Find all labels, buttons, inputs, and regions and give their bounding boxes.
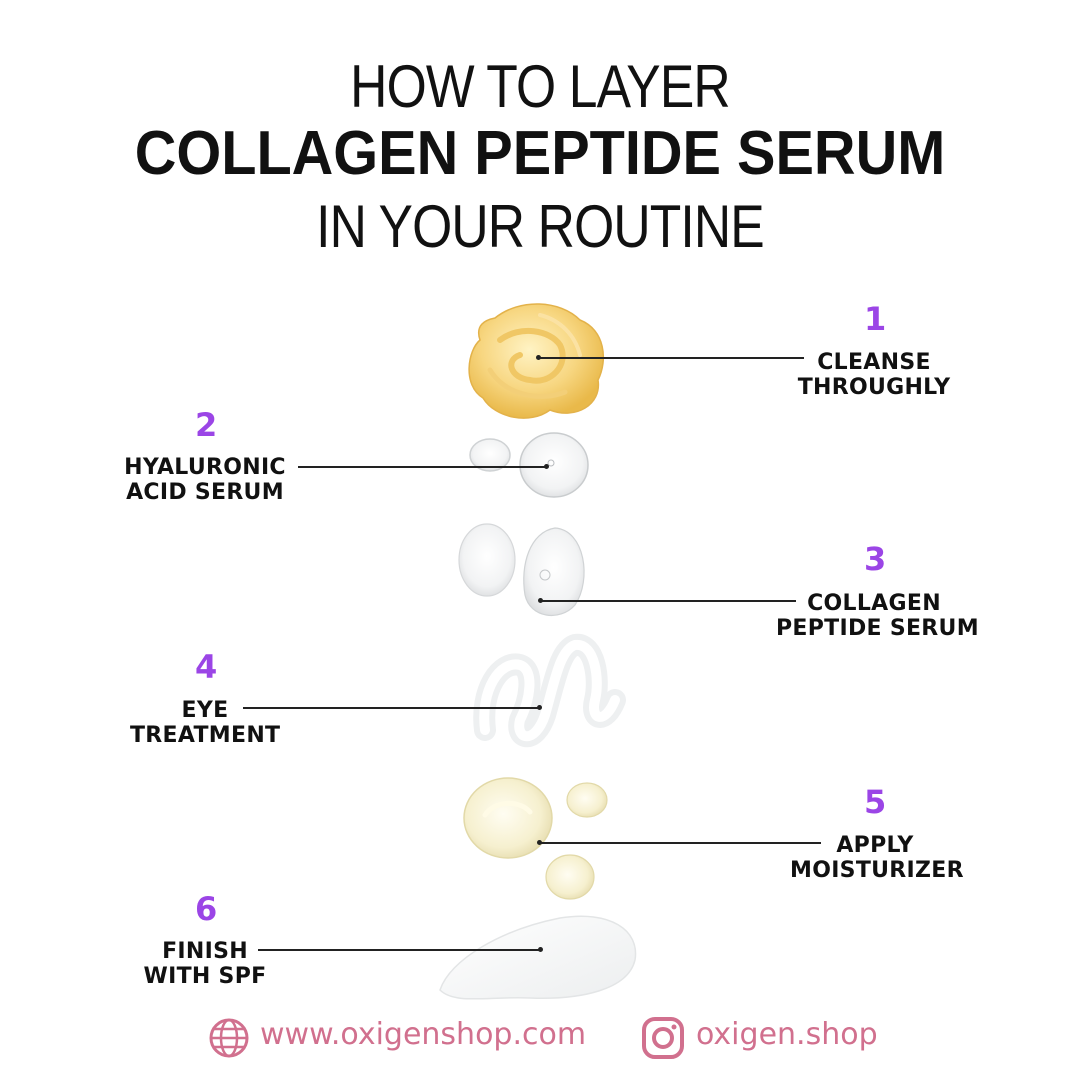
step-4-label-line-1: EYE <box>181 698 229 723</box>
step-1-pointer-dot <box>536 355 541 360</box>
step-3-label-line-1: COLLAGEN <box>807 591 941 616</box>
step-2-pointer-dot <box>544 464 549 469</box>
gel-squiggle-icon <box>473 634 626 748</box>
step-5-pointer-line <box>541 842 821 844</box>
step-4-label-line-2: TREATMENT <box>130 723 281 748</box>
instagram-icon[interactable] <box>640 1015 686 1061</box>
step-4-label: EYE TREATMENT <box>130 698 280 748</box>
title-line-3: IN YOUR ROUTINE <box>316 193 765 260</box>
step-6-label: FINISH WITH SPF <box>140 939 270 989</box>
step-5-pointer-dot <box>537 840 542 845</box>
step-1-label: CLEANSE THROUGHLY <box>794 350 954 400</box>
step-6-pointer-line <box>258 949 540 951</box>
step-3-number: 3 <box>864 540 887 578</box>
step-5-number: 5 <box>864 783 887 821</box>
title-line-2: COLLAGEN PEPTIDE SERUM <box>134 119 946 188</box>
step-6-label-line-1: FINISH <box>162 939 248 964</box>
step-5-label-line-2: MOISTURIZER <box>790 858 964 883</box>
lotion-smear-icon <box>439 915 637 1000</box>
title-line-1: HOW TO LAYER <box>350 53 730 120</box>
step-6-label-line-2: WITH SPF <box>143 964 267 989</box>
yellow-gel-swirl-icon <box>468 303 605 419</box>
hyaluronic-drops-icon <box>469 432 589 498</box>
step-6-number: 6 <box>195 890 218 928</box>
step-2-label: HYALURONIC ACID SERUM <box>120 455 290 505</box>
step-4-pointer-dot <box>537 705 542 710</box>
step-5-label-line-1: APPLY <box>836 833 914 858</box>
step-5-label: APPLY MOISTURIZER <box>790 833 964 883</box>
step-2-pointer-line <box>298 466 546 468</box>
step-3-pointer-line <box>542 600 796 602</box>
step-3-pointer-dot <box>538 598 543 603</box>
instagram-handle-link[interactable]: oxigen.shop <box>696 1017 878 1052</box>
step-1-pointer-line <box>540 357 804 359</box>
step-2-label-line-2: ACID SERUM <box>126 480 284 505</box>
step-1-number: 1 <box>864 300 887 338</box>
step-4-number: 4 <box>195 648 218 686</box>
step-3-label-line-2: PEPTIDE SERUM <box>776 616 979 641</box>
step-2-number: 2 <box>195 406 218 444</box>
website-link[interactable]: www.oxigenshop.com <box>260 1017 587 1052</box>
step-1-label-line-2: THROUGHLY <box>797 375 951 400</box>
collagen-serum-drops-icon <box>458 523 585 616</box>
step-1-label-line-1: CLEANSE <box>817 350 931 375</box>
step-3-label: COLLAGEN PEPTIDE SERUM <box>776 591 979 641</box>
step-2-label-line-1: HYALURONIC <box>124 455 286 480</box>
step-6-pointer-dot <box>538 947 543 952</box>
step-4-pointer-line <box>243 707 539 709</box>
globe-icon <box>209 1018 249 1058</box>
cream-dollop-icon <box>463 777 608 900</box>
